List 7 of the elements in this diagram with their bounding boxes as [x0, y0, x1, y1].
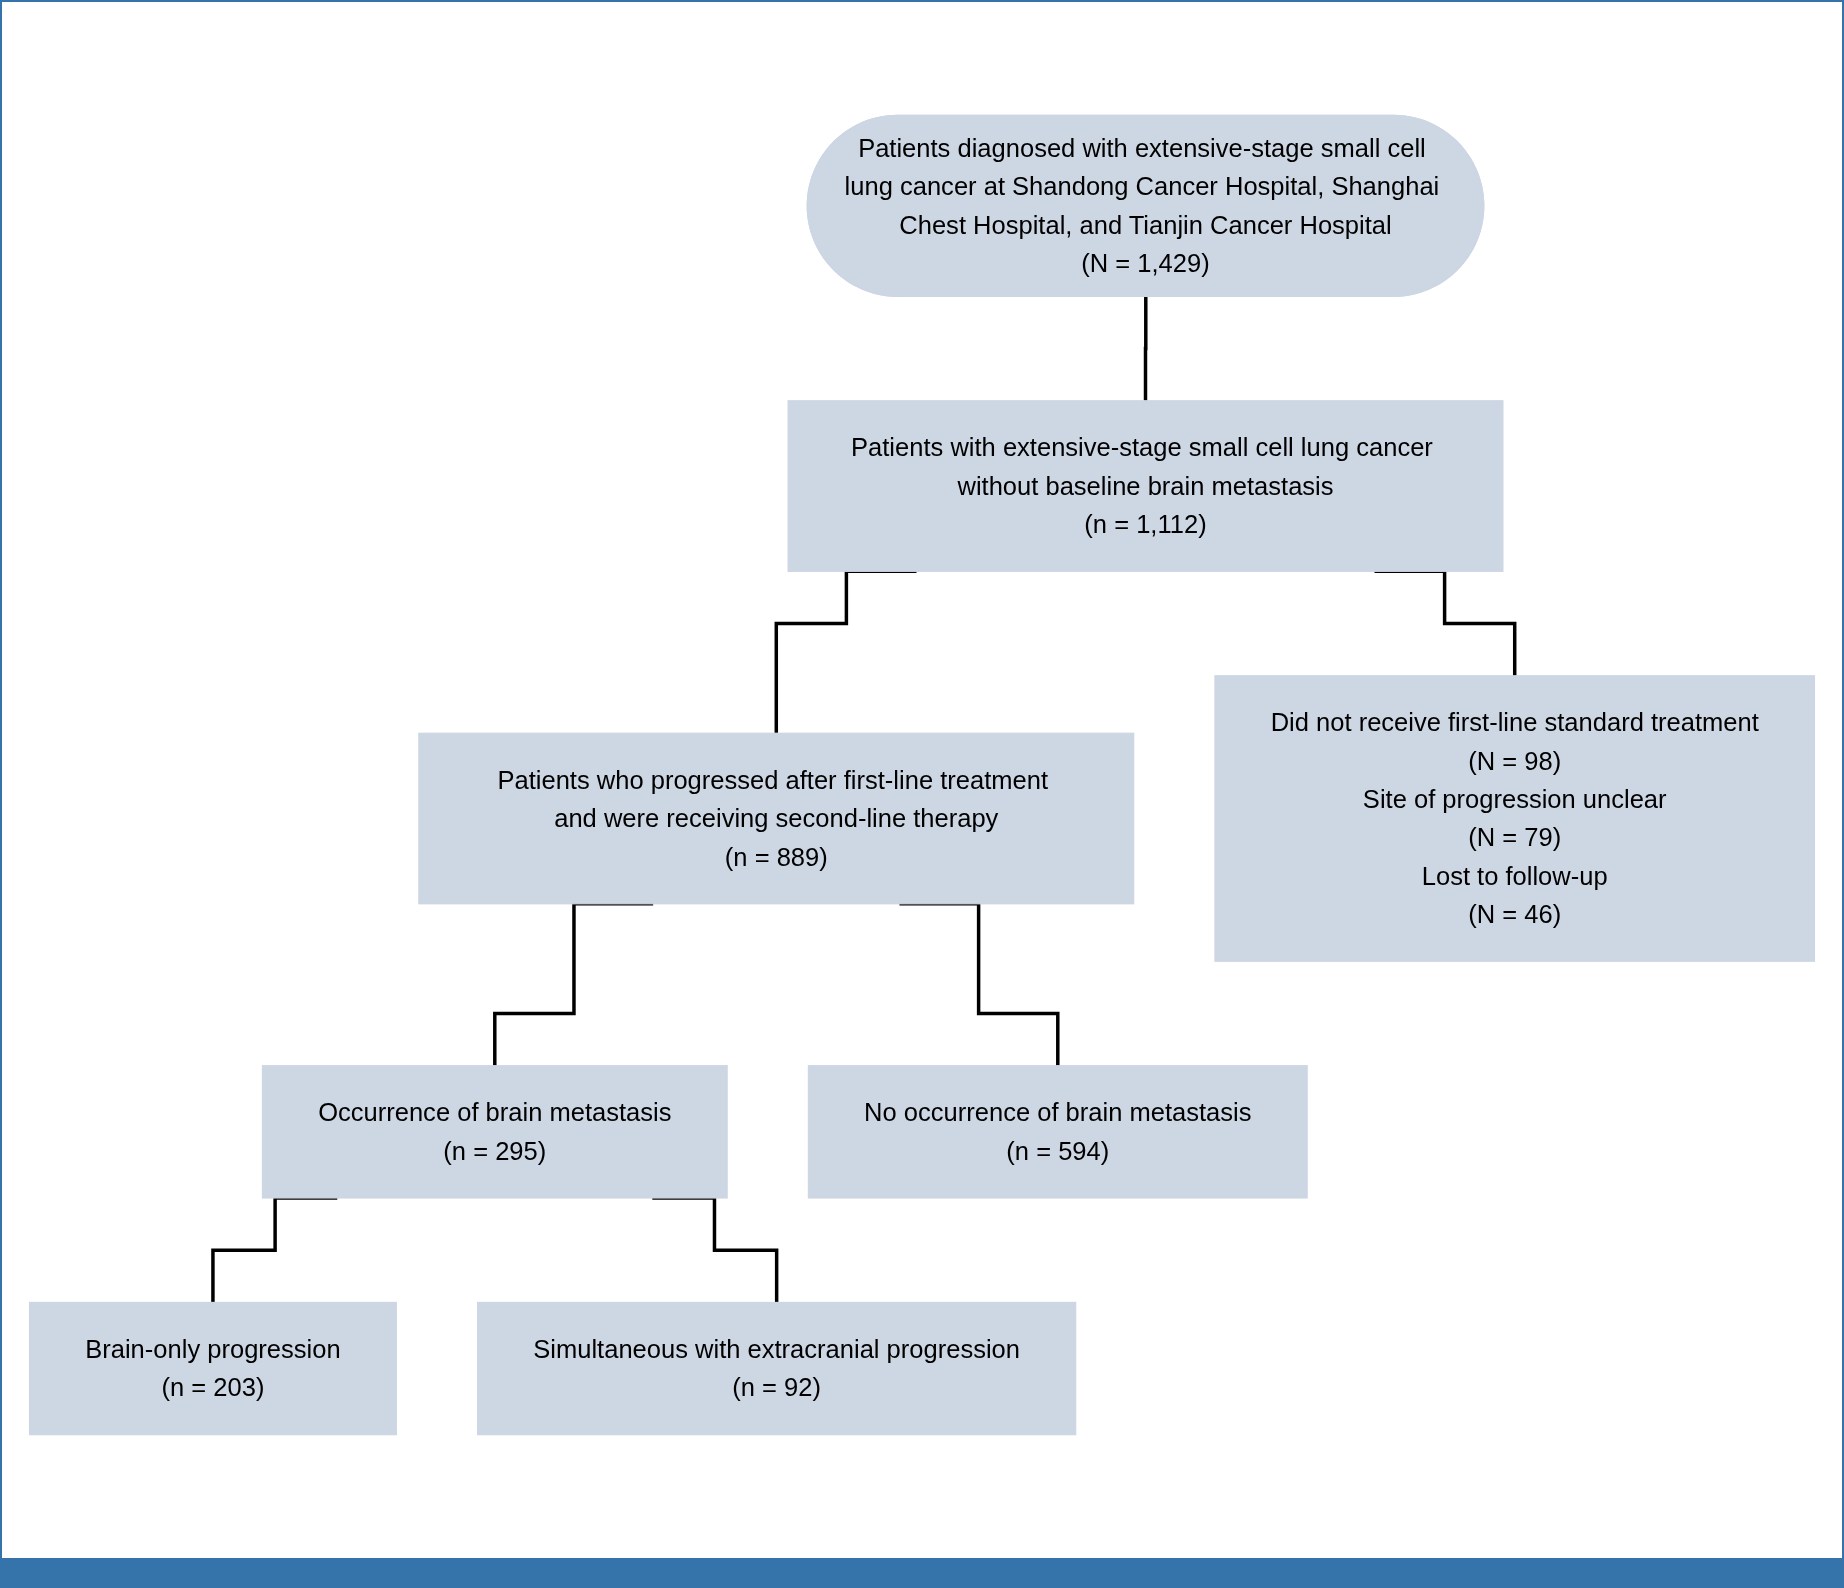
node-box: Simultaneous with extracranial progression (n = 92): [477, 1301, 1077, 1436]
node-box: Patients who progressed after first-line treatment and were receiving second-line therapy (n = 889): [418, 732, 1135, 905]
node-box: Patients with extensive-stage small cell lung cancer without baseline brain metastasis (n = 1,112): [787, 400, 1504, 572]
node-box: Occurrence of brain metastasis (n = 295): [261, 1065, 728, 1199]
node-box: Did not receive first-line standard treatment (N = 98) Site of progression unclear (N = 79) Lost to follow-up (N = 46): [1214, 675, 1816, 962]
node-box: No occurrence of brain metastasis (n = 594): [807, 1065, 1308, 1199]
node-box: Brain-only progression (n = 203): [28, 1301, 397, 1436]
